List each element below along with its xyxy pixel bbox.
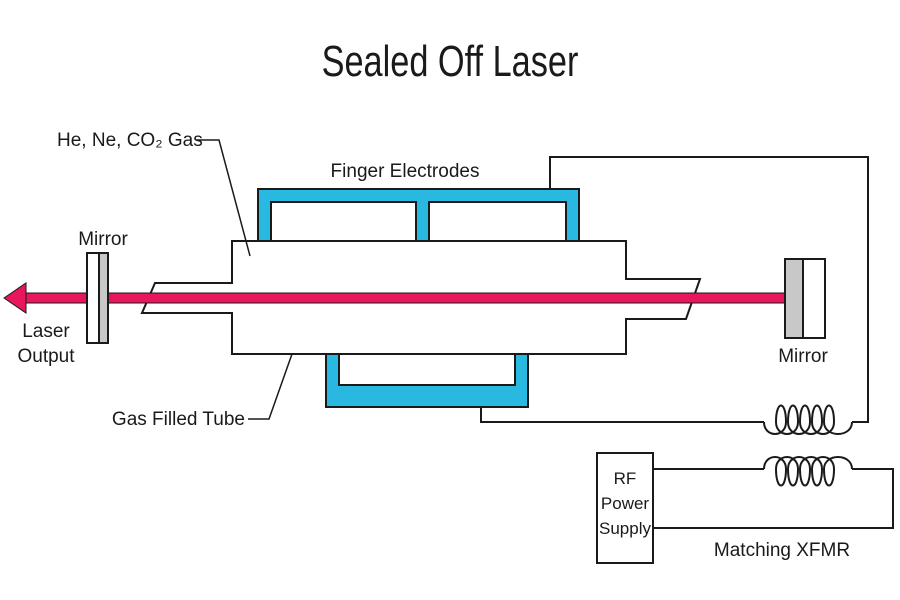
rf-label-line2: Power [601,494,650,513]
lower-electrode [325,353,529,408]
diagram-title: Sealed Off Laser [322,37,579,86]
matching-xfmr-label: Matching XFMR [714,540,850,561]
laser-output-label-line2: Output [17,346,75,367]
gas-label: He, Ne, CO₂ Gas [57,130,203,151]
rf-power-supply [596,452,654,564]
wire-coil-return [653,468,894,529]
right-mirror-glass [802,258,826,339]
laser-beam [21,292,786,304]
left-mirror-glass [86,252,100,344]
wire-lower-electrode [480,407,764,423]
wire-upper-electrode [549,156,869,423]
upper-finger-electrode [257,188,580,242]
rf-label-line1: RF [614,469,637,488]
leader-gas [197,139,251,257]
gas-filled-tube-label: Gas Filled Tube [112,409,245,430]
transformer-primary-coil [763,456,853,487]
right-mirror-label: Mirror [778,346,828,367]
laser-output-label-line1: Laser [22,321,70,342]
left-mirror-label: Mirror [78,229,128,250]
transformer-secondary-coil [763,404,853,435]
leader-gas-filled-tube [248,353,293,420]
right-mirror-coating [784,258,804,339]
left-mirror-coating [98,252,109,344]
rf-label-line3: Supply [599,519,651,538]
laser-beam-arrowhead [3,282,27,314]
finger-electrodes-label: Finger Electrodes [331,161,480,182]
